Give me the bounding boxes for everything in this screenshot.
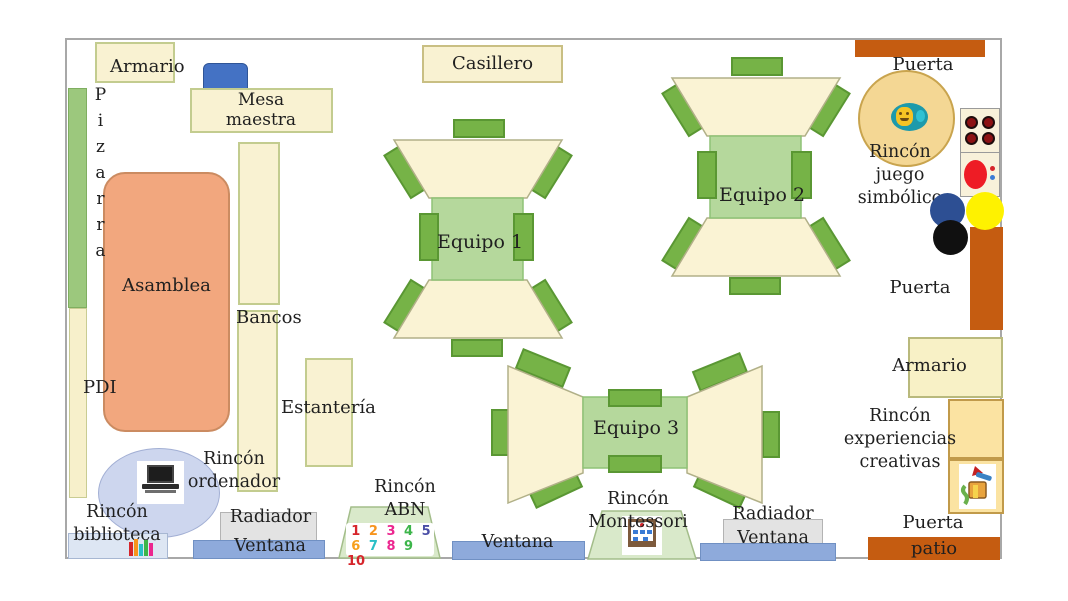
abn-number: 8 [386, 539, 396, 554]
abn-number: 3 [386, 524, 396, 539]
abn-number: 10 [347, 554, 366, 569]
team1-tables [383, 119, 573, 357]
laptop-icon [137, 461, 184, 504]
assembly-label: Asamblea [122, 275, 211, 296]
window-middle [452, 541, 585, 560]
wardrobe-top [95, 42, 175, 83]
montessori-corner-label: Rincón Montessori [588, 489, 688, 533]
chair [453, 119, 505, 138]
teacher-desk-label: Mesa maestra [225, 90, 297, 131]
play-sink-icon [960, 152, 1000, 197]
door-top [855, 40, 985, 57]
computer-corner-label: Rincón ordenador [187, 449, 281, 493]
window-right [700, 543, 836, 561]
theater-masks-icon [891, 103, 928, 131]
team2-tables [661, 57, 851, 295]
abn-table [338, 506, 441, 559]
abn-corner-label: Rincón ABN [374, 477, 436, 521]
radiator-right-label: Radiador [732, 504, 814, 524]
window-middle-label: Ventana [481, 532, 554, 552]
books-icon [129, 538, 157, 556]
teacher-desk [190, 88, 333, 133]
shelf [305, 358, 353, 467]
team3-tables [491, 348, 780, 509]
bench-strip-1 [238, 142, 280, 305]
symbolic-play-label: Rincón juego simbólico [857, 142, 943, 209]
stove-burners-icon [960, 108, 1000, 153]
bench-strip-2 [237, 310, 278, 492]
wardrobe-top-label: Armario [110, 56, 185, 77]
door-right [970, 227, 1003, 330]
abn-number: 4 [404, 524, 414, 539]
wardrobe-right-label: Armario [892, 355, 967, 376]
blackboard-label: Pizarra [90, 85, 111, 267]
wardrobe-right [908, 337, 1003, 398]
radiator-left-label: Radiador [229, 507, 312, 527]
door-right-label: Puerta [889, 277, 951, 298]
team1-label: Equipo 1 [436, 231, 524, 253]
shelf-label: Estantería [281, 397, 376, 418]
benches-label: Bancos [236, 307, 302, 328]
abn-number: 6 [351, 539, 361, 554]
abn-number: 9 [404, 539, 414, 554]
door-top-label: Puerta [892, 54, 954, 75]
lockers [422, 45, 563, 83]
window-left [193, 540, 325, 559]
patio-door-label-line1: Puerta [902, 512, 964, 533]
abn-number: 2 [368, 524, 378, 539]
creative-shelf-1 [948, 399, 1004, 459]
teacher-chair [203, 63, 248, 90]
pdi-strip [69, 308, 87, 498]
window-left-label: Ventana [234, 536, 306, 556]
blackboard-strip [68, 88, 87, 308]
abacus-icon [622, 516, 662, 555]
patio-door-label-line2: patio [910, 538, 958, 559]
abn-number: 7 [368, 539, 378, 554]
abn-number: 5 [421, 524, 431, 539]
pdi-label: PDI [83, 377, 117, 398]
library-corner-label: Rincón biblioteca [73, 502, 161, 546]
team2-label: Equipo 2 [718, 184, 806, 206]
assembly-area [103, 172, 230, 432]
abn-number: 1 [351, 524, 361, 539]
black-dot [933, 220, 968, 255]
yellow-dot [966, 192, 1004, 230]
team3-label: Equipo 3 [592, 417, 680, 439]
lockers-label: Casillero [451, 53, 534, 74]
art-supplies-icon [959, 464, 996, 509]
window-right-label: Ventana [737, 528, 809, 548]
door-patio [868, 537, 1000, 560]
creative-corner-label: Rincón experiencias creativas [843, 406, 957, 473]
